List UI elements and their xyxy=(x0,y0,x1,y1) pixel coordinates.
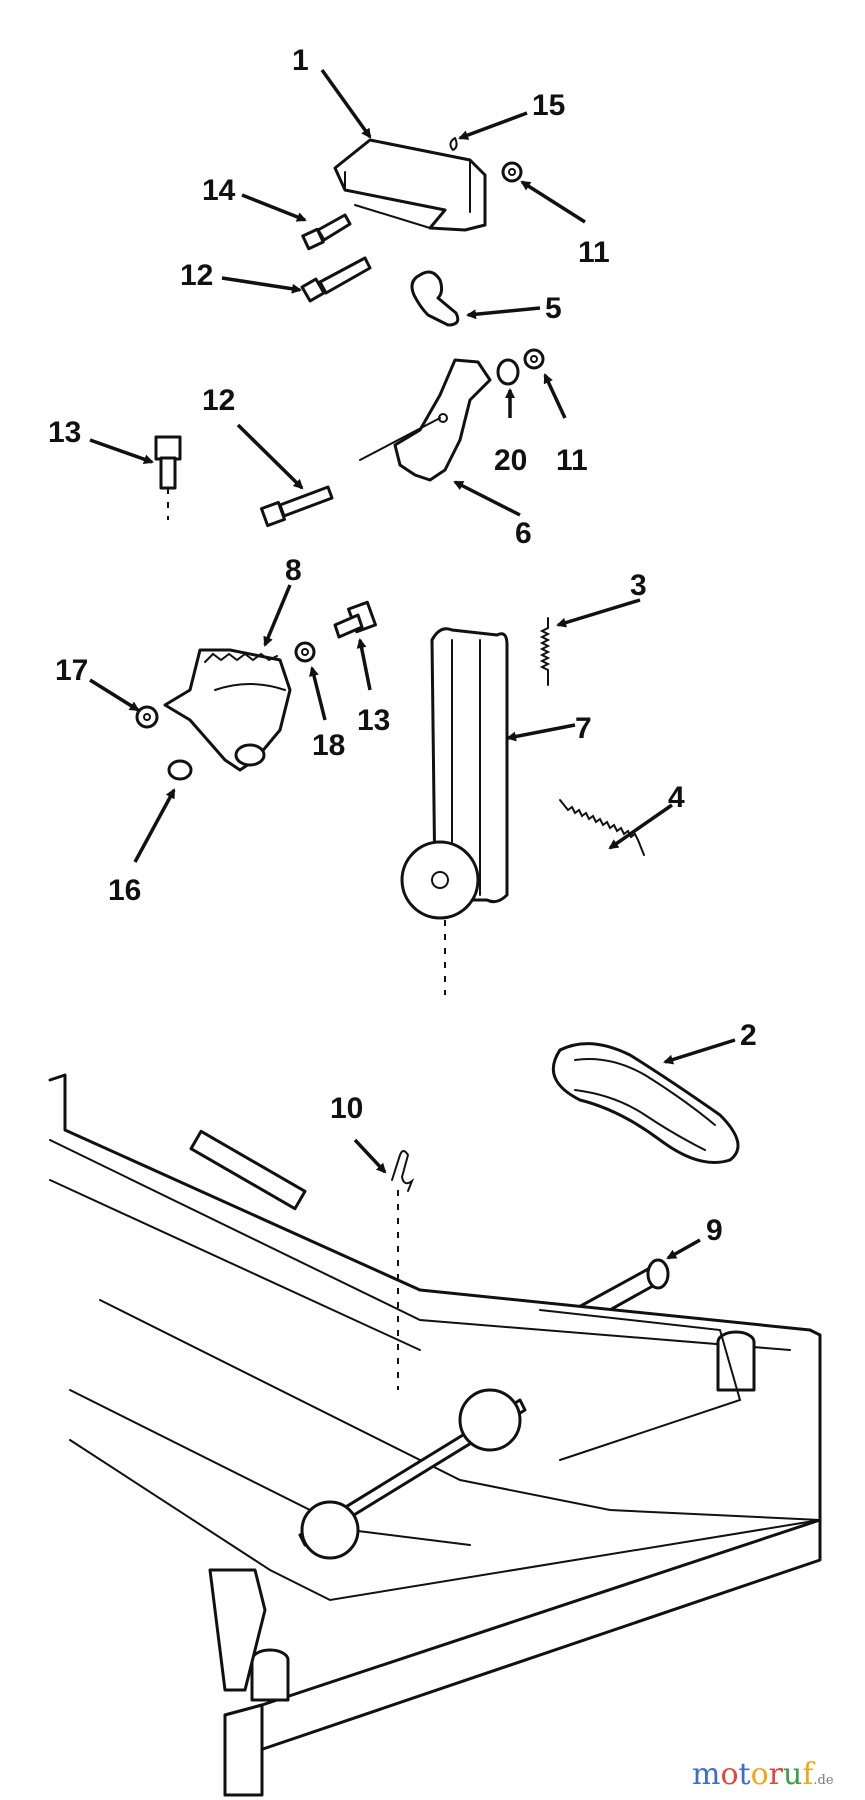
part-20-spacer xyxy=(496,358,520,386)
callout-3: 3 xyxy=(630,569,647,602)
callout-7: 7 xyxy=(575,712,592,745)
callout-20: 20 xyxy=(494,444,527,477)
part-18-washer xyxy=(294,641,316,663)
watermark-letter: m xyxy=(692,1757,721,1792)
part-16-nut xyxy=(167,759,193,781)
callout-17: 17 xyxy=(55,654,88,687)
callout-8: 8 xyxy=(285,554,302,587)
motoruf-watermark-logo: motoruf.de xyxy=(692,1757,834,1792)
callout-13b: 13 xyxy=(357,704,390,737)
part-13-bolt xyxy=(154,435,182,520)
part-2-chain xyxy=(551,1042,740,1164)
callout-labels: 1 15 14 11 12 5 12 13 20 11 6 8 3 17 18 … xyxy=(48,44,757,1247)
part-3-spring xyxy=(539,617,551,686)
part-12-bolt-2 xyxy=(259,485,334,528)
callout-10: 10 xyxy=(330,1092,363,1125)
callout-18: 18 xyxy=(312,729,345,762)
watermark-letter: o xyxy=(750,1757,769,1792)
part-5-link xyxy=(410,270,460,327)
part-6-lever xyxy=(359,358,492,482)
callout-15: 15 xyxy=(532,89,565,122)
watermark-suffix: .de xyxy=(813,1773,834,1788)
callout-2: 2 xyxy=(740,1019,757,1052)
part-1-bracket xyxy=(333,138,487,232)
part-4-spring xyxy=(559,799,645,856)
callout-14: 14 xyxy=(202,174,236,207)
part-12-bolt xyxy=(300,256,372,303)
part-14-bolt xyxy=(301,213,352,251)
part-8-sprocket-bracket xyxy=(163,648,292,772)
part-15-pin xyxy=(449,137,458,152)
part-11-nut xyxy=(501,161,523,183)
callout-11: 11 xyxy=(578,236,610,269)
watermark-letter: t xyxy=(738,1757,751,1792)
callout-16: 16 xyxy=(108,874,141,907)
watermark-letter: o xyxy=(720,1757,739,1792)
deck-frame xyxy=(48,1073,822,1797)
leader-arrows xyxy=(89,68,736,1260)
watermark-letter: f xyxy=(802,1757,814,1792)
watermark-text: motoruf xyxy=(692,1757,813,1792)
watermark-letter: u xyxy=(782,1757,803,1792)
callout-6: 6 xyxy=(515,517,532,550)
callout-9: 9 xyxy=(706,1214,723,1247)
callout-5: 5 xyxy=(545,292,562,325)
part-17-nut xyxy=(135,705,159,729)
callout-11b: 11 xyxy=(556,444,588,477)
callout-13: 13 xyxy=(48,416,81,449)
part-10-hairpin xyxy=(391,1150,415,1192)
callout-4: 4 xyxy=(668,781,685,814)
part-13-bolt-2 xyxy=(333,600,378,639)
callout-1: 1 xyxy=(292,44,309,77)
callout-12b: 12 xyxy=(202,384,235,417)
callout-12: 12 xyxy=(180,259,213,292)
part-11-nut-2 xyxy=(523,348,545,370)
part-7-arm xyxy=(400,627,509,995)
watermark-letter: r xyxy=(768,1757,783,1792)
